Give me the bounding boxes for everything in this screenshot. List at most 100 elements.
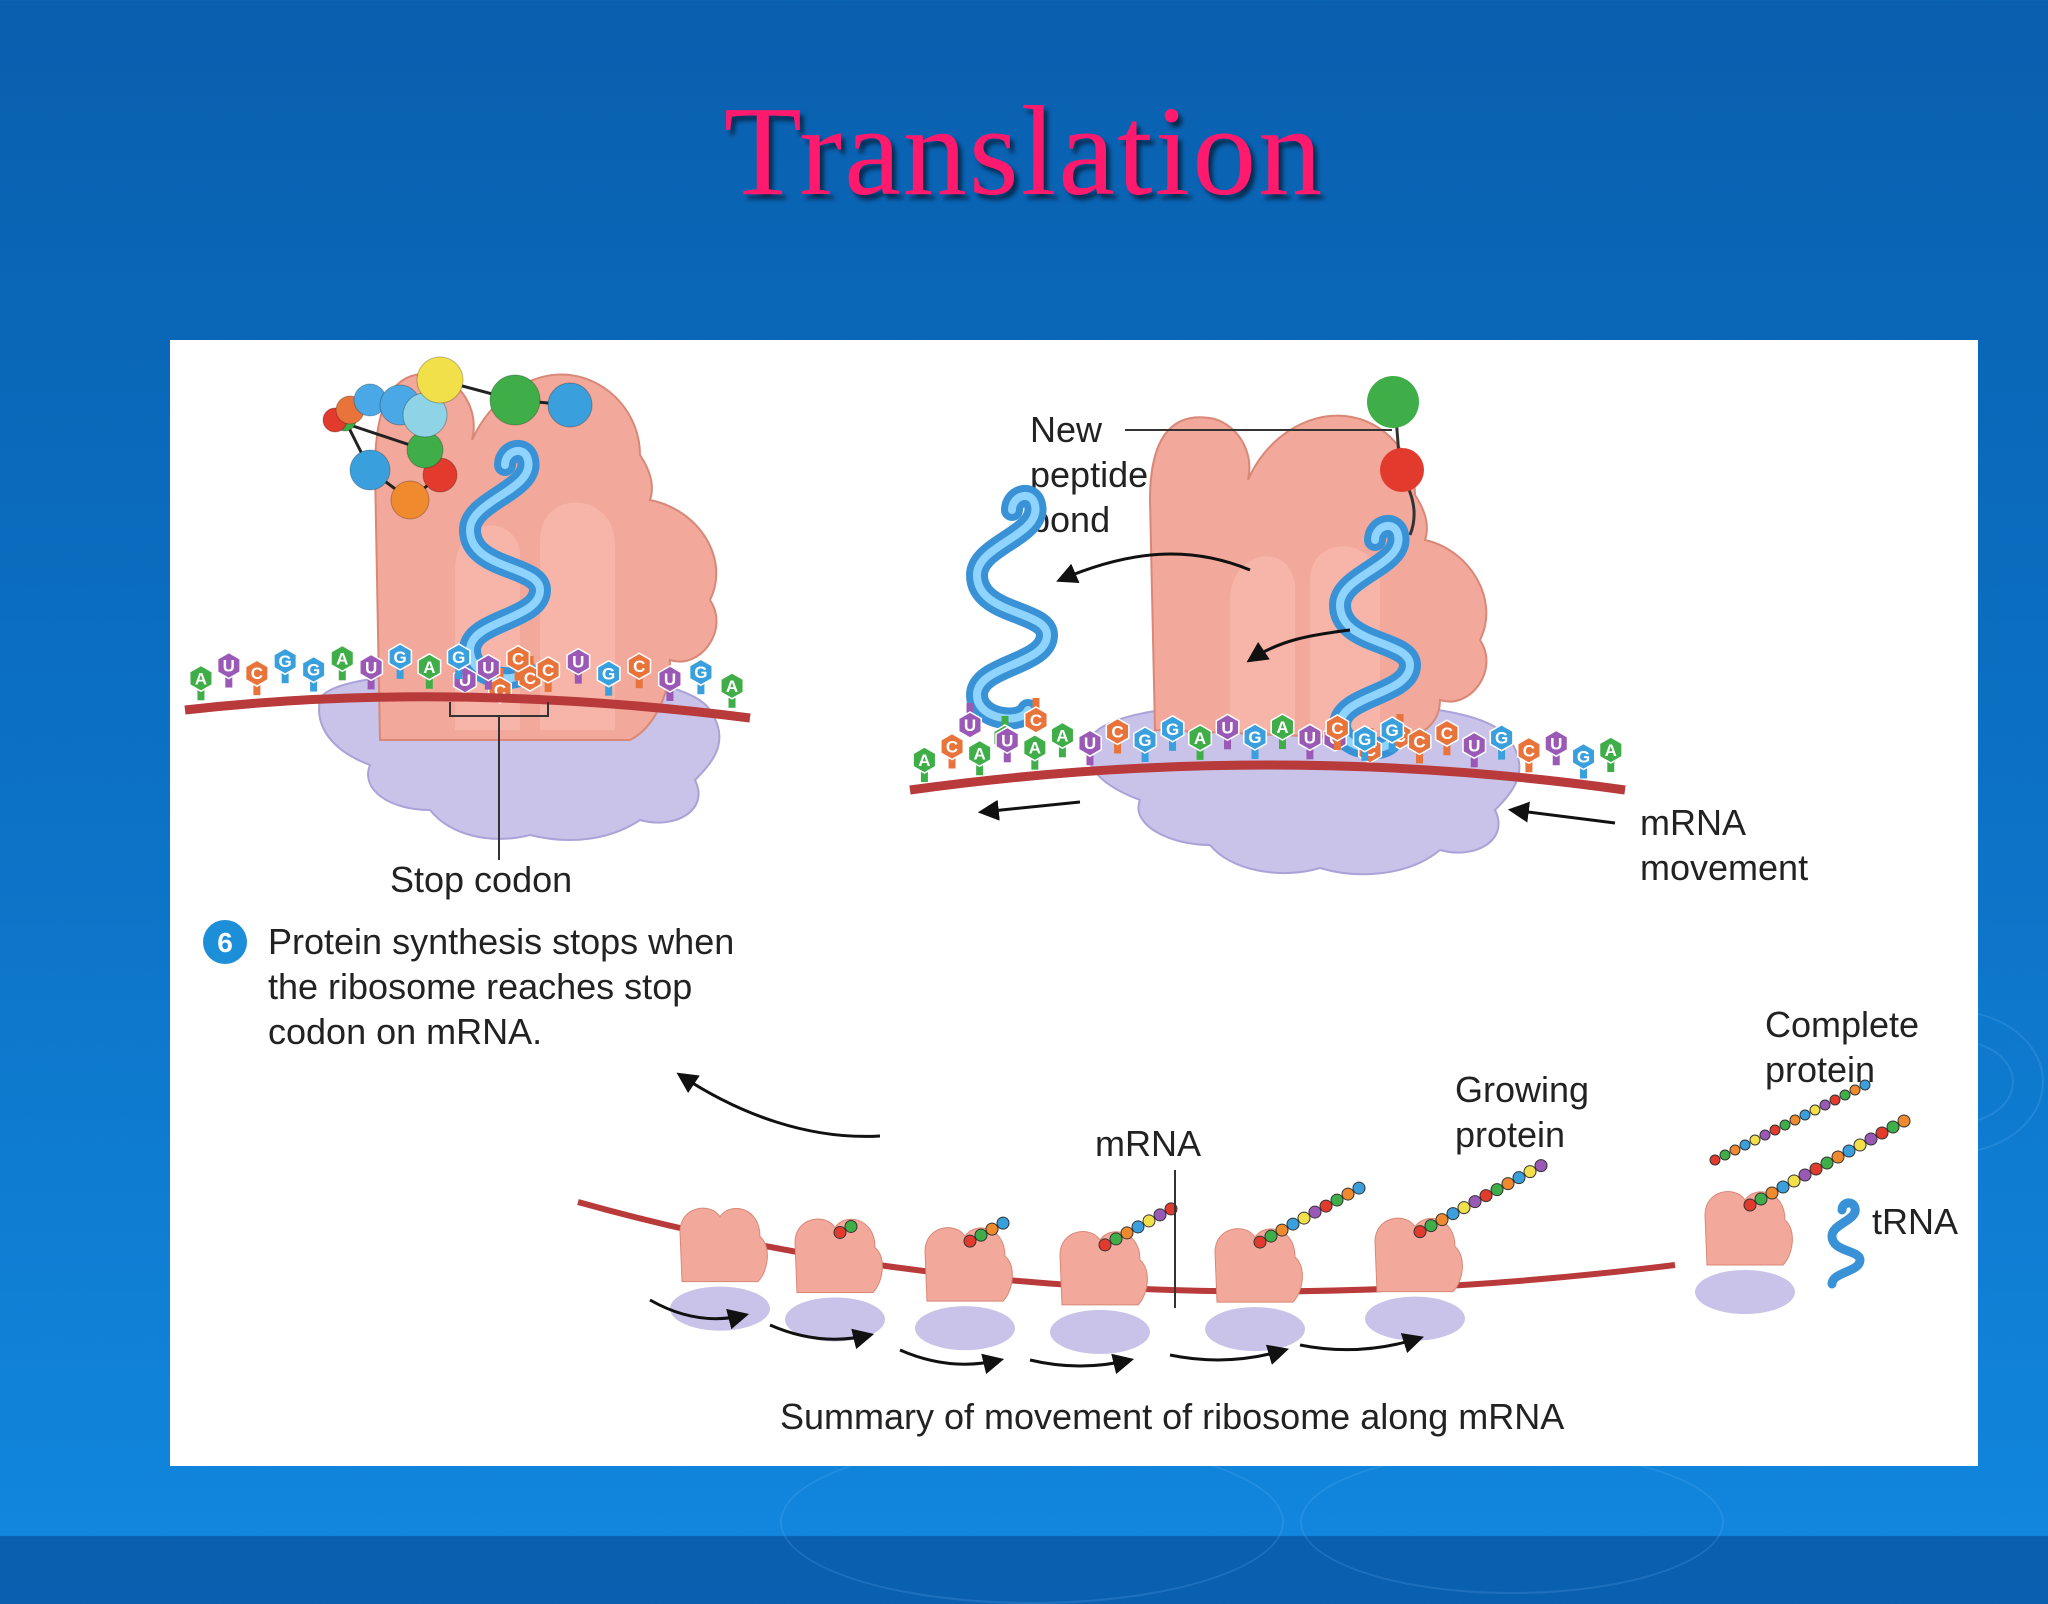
mini-amino-acid	[1264, 1229, 1278, 1243]
nucleotide-letter: C	[1111, 722, 1123, 741]
nucleotide-letter: U	[1001, 731, 1013, 750]
amino-acid	[390, 480, 430, 520]
cycle-arrow	[676, 1072, 881, 1138]
movement-arrow	[1299, 1333, 1425, 1354]
mini-amino-acid	[1875, 1126, 1889, 1140]
nucleotide-letter: U	[1304, 728, 1316, 747]
nucleotide-A	[720, 671, 745, 700]
trna-label: tRNA	[1872, 1201, 1958, 1242]
nucleotide-letter: U	[1084, 734, 1096, 753]
nucleotide-U	[1077, 729, 1102, 758]
mini-amino-acid	[1765, 1186, 1779, 1200]
nucleotide-letter: U	[482, 659, 494, 678]
mini-amino-acid	[1512, 1171, 1526, 1185]
mini-amino-acid	[1435, 1213, 1449, 1227]
mrna-movement-arrow-left	[977, 799, 1081, 821]
mini-amino-acid	[1534, 1159, 1548, 1173]
nucleotide-C	[1407, 727, 1432, 756]
nucleotide-G	[1352, 724, 1377, 753]
nucleotide-letter: U	[1221, 718, 1233, 737]
mini-amino-acid	[1297, 1211, 1311, 1225]
mini-amino-acid	[1809, 1162, 1823, 1176]
nucleotide-C	[940, 732, 965, 761]
mini-amino-acid	[1286, 1217, 1300, 1231]
nucleotide-C	[506, 644, 531, 673]
mini-small-subunit	[1365, 1296, 1465, 1341]
mini-amino-acid	[1424, 1219, 1438, 1233]
nucleotide-C	[1325, 714, 1350, 742]
nucleotide-letter: C	[1441, 724, 1453, 743]
nucleotide-letter: U	[664, 670, 676, 689]
nucleotide-letter: C	[1413, 732, 1425, 751]
nucleotide-letter: C	[1523, 741, 1535, 760]
nucleotide-G	[1489, 723, 1514, 752]
movement-arrow	[899, 1348, 1005, 1375]
mini-amino-acid	[1523, 1165, 1537, 1179]
nucleotide-letter: C	[633, 657, 645, 676]
nucleotide-letter: C	[251, 664, 263, 683]
nucleotide-letter: U	[223, 657, 235, 676]
mini-amino-acid	[1743, 1198, 1757, 1212]
mini-amino-acid	[1479, 1189, 1493, 1203]
mini-amino-acid	[1787, 1174, 1801, 1188]
nucleotide-C	[1516, 736, 1541, 765]
mini-amino-acid	[1275, 1223, 1289, 1237]
nucleotide-letter: U	[365, 658, 377, 677]
nucleotide-letter: A	[195, 669, 207, 688]
mini-amino-acid	[1308, 1205, 1322, 1219]
nucleotide-letter: A	[1194, 729, 1206, 748]
nucleotide-G	[688, 658, 713, 687]
mini-small-subunit	[1050, 1309, 1150, 1354]
mrna-label: mRNA	[1095, 1123, 1201, 1164]
mini-amino-acid	[1109, 1232, 1123, 1246]
nucleotide-letter: C	[946, 738, 958, 757]
mini-amino-acid	[1413, 1225, 1427, 1239]
nucleotide-U	[1297, 723, 1322, 752]
nucleotide-C	[627, 652, 652, 681]
nucleotide-letter: A	[336, 649, 348, 668]
mini-amino-acid	[1490, 1183, 1504, 1197]
amino-acid	[416, 356, 464, 404]
mini-amino-acid	[1831, 1150, 1845, 1164]
mini-amino-acid	[985, 1222, 999, 1236]
mini-amino-acid	[1897, 1114, 1911, 1128]
complete-protein-amino-acid	[1789, 1114, 1801, 1126]
slide-title: Translation	[723, 80, 1325, 222]
nucleotide-G	[388, 643, 413, 671]
nucleotide-U	[476, 653, 501, 682]
mini-amino-acid	[1120, 1226, 1134, 1240]
amino-acid-red	[1380, 448, 1424, 492]
nucleotide-A	[188, 664, 213, 693]
nucleotide-U	[566, 647, 591, 676]
nucleotide-G	[1133, 726, 1158, 754]
nucleotide-U	[995, 726, 1020, 755]
mini-amino-acid	[1853, 1138, 1867, 1152]
nucleotide-letter: G	[307, 661, 320, 680]
mini-amino-acid	[1842, 1144, 1856, 1158]
mini-amino-acid	[1864, 1132, 1878, 1146]
nucleotide-U	[1462, 731, 1487, 760]
mini-amino-acid	[974, 1228, 988, 1242]
left-mrna-strand	[184, 692, 751, 723]
nucleotide-G	[273, 647, 298, 676]
mini-amino-acid	[1501, 1177, 1515, 1191]
nucleotide-U	[1215, 713, 1240, 742]
step-number: 6	[217, 927, 233, 958]
complete-protein-amino-acid	[1729, 1144, 1741, 1156]
mini-amino-acid	[1776, 1180, 1790, 1194]
complete-protein-amino-acid	[1829, 1094, 1841, 1106]
mini-amino-acid	[1457, 1201, 1471, 1215]
nucleotide-U	[957, 711, 983, 739]
mini-amino-acid	[1098, 1238, 1112, 1252]
complete-protein-amino-acid	[1839, 1089, 1851, 1101]
complete-protein-amino-acid	[1769, 1124, 1781, 1136]
step-description: Protein synthesis stops when the ribosom…	[268, 921, 744, 1052]
mini-small-subunit	[1205, 1307, 1305, 1352]
nucleotide-C	[1105, 717, 1130, 746]
nucleotide-letter: C	[1030, 711, 1042, 730]
nucleotide-G	[301, 655, 326, 684]
mini-small-subunit	[915, 1306, 1015, 1351]
mini-amino-acid	[1319, 1199, 1333, 1213]
